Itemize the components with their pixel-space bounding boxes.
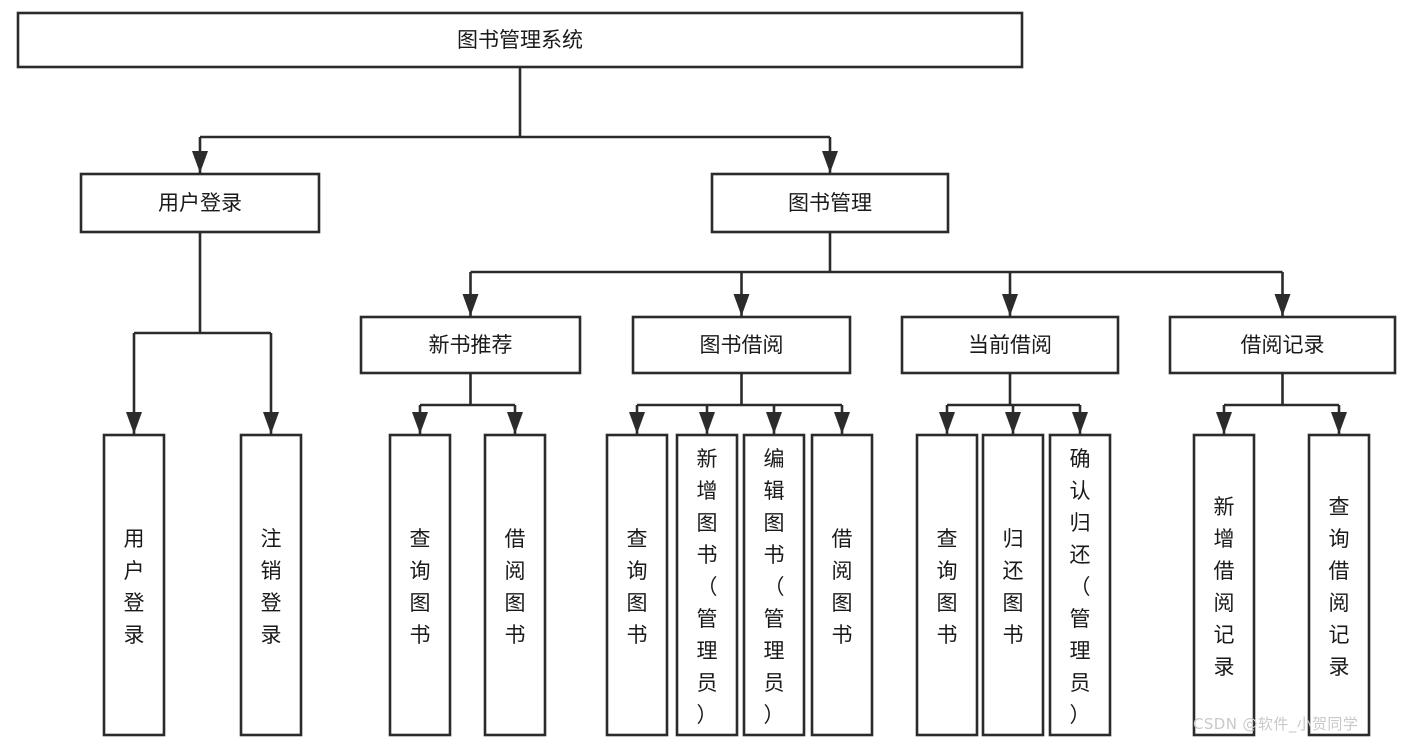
node-label-leaf-query-record: 查询借阅记录 xyxy=(1329,495,1350,679)
arrow-head-leaf-query-record xyxy=(1331,412,1347,434)
node-label-leaf-logout: 注销登录 xyxy=(261,527,282,647)
node-label-new-book-rec: 新书推荐 xyxy=(429,333,513,357)
arrow-head-book-borrow xyxy=(733,294,750,316)
node-leaf-add-record[interactable]: 新增借阅记录 xyxy=(1192,433,1256,737)
node-box-leaf-user-login[interactable] xyxy=(102,433,166,737)
node-leaf-borrow-book-2[interactable]: 借阅图书 xyxy=(810,433,874,737)
node-box-user-login[interactable] xyxy=(79,172,321,234)
node-label-leaf-query-book-3: 查询图书 xyxy=(937,527,958,647)
node-box-leaf-add-record[interactable] xyxy=(1192,433,1256,737)
node-label-leaf-borrow-book-2: 借阅图书 xyxy=(832,527,853,647)
node-label-leaf-return-book: 归还图书 xyxy=(1003,527,1024,647)
arrow-head-leaf-borrow-book-2 xyxy=(834,412,850,434)
node-box-leaf-query-record[interactable] xyxy=(1307,433,1371,737)
csdn-watermark: CSDN @软件_小贺同学 xyxy=(1193,715,1359,733)
node-leaf-logout[interactable]: 注销登录 xyxy=(239,433,303,737)
node-label-borrow-record: 借阅记录 xyxy=(1241,333,1325,357)
node-label-leaf-user-login: 用户登录 xyxy=(124,527,145,647)
node-label-leaf-add-book: 新增图书（管理员） xyxy=(697,447,718,727)
node-label-user-login: 用户登录 xyxy=(158,191,242,215)
node-label-leaf-confirm-return: 确认归还（管理员） xyxy=(1070,447,1091,727)
node-box-book-manage[interactable] xyxy=(710,172,950,234)
node-label-leaf-borrow-book-1: 借阅图书 xyxy=(505,527,526,647)
node-current-borrow[interactable]: 当前借阅 xyxy=(900,315,1120,375)
arrow-head-leaf-borrow-book-1 xyxy=(507,412,523,434)
arrow-head-leaf-user-login xyxy=(126,412,142,434)
node-leaf-query-record[interactable]: 查询借阅记录 xyxy=(1307,433,1371,737)
node-label-book-borrow: 图书借阅 xyxy=(700,333,784,357)
arrow-head-leaf-confirm-return xyxy=(1072,412,1088,434)
node-book-manage[interactable]: 图书管理 xyxy=(710,172,950,234)
node-leaf-user-login[interactable]: 用户登录 xyxy=(102,433,166,737)
arrow-head-leaf-query-book-3 xyxy=(939,412,955,434)
node-new-book-rec[interactable]: 新书推荐 xyxy=(359,315,582,375)
node-label-leaf-query-book-1: 查询图书 xyxy=(410,527,431,647)
node-box-leaf-query-book-1[interactable] xyxy=(388,433,452,737)
arrow-head-leaf-add-book xyxy=(699,412,715,434)
node-borrow-record[interactable]: 借阅记录 xyxy=(1168,315,1397,375)
node-box-root[interactable] xyxy=(16,11,1024,69)
arrow-head-book-manage xyxy=(822,151,838,173)
node-box-leaf-return-book[interactable] xyxy=(981,433,1045,737)
node-leaf-add-book[interactable]: 新增图书（管理员） xyxy=(675,433,739,737)
arrow-head-leaf-query-book-1 xyxy=(412,412,428,434)
node-box-leaf-logout[interactable] xyxy=(239,433,303,737)
arrow-head-new-book-rec xyxy=(462,294,479,316)
node-root[interactable]: 图书管理系统 xyxy=(16,11,1024,69)
node-leaf-query-book-2[interactable]: 查询图书 xyxy=(605,433,669,737)
node-box-leaf-confirm-return[interactable] xyxy=(1048,433,1112,737)
node-label-leaf-edit-book: 编辑图书（管理员） xyxy=(764,447,785,727)
node-box-leaf-query-book-3[interactable] xyxy=(915,433,979,737)
node-box-current-borrow[interactable] xyxy=(900,315,1120,375)
node-leaf-confirm-return[interactable]: 确认归还（管理员） xyxy=(1048,433,1112,737)
node-label-current-borrow: 当前借阅 xyxy=(968,333,1052,357)
arrow-head-leaf-logout xyxy=(263,412,279,434)
node-box-leaf-edit-book[interactable] xyxy=(742,433,806,737)
arrow-head-leaf-query-book-2 xyxy=(629,412,645,434)
node-box-new-book-rec[interactable] xyxy=(359,315,582,375)
node-label-book-manage: 图书管理 xyxy=(788,191,872,215)
node-leaf-query-book-3[interactable]: 查询图书 xyxy=(915,433,979,737)
node-leaf-edit-book[interactable]: 编辑图书（管理员） xyxy=(742,433,806,737)
connector-lines-group xyxy=(126,67,1347,434)
node-box-leaf-query-book-2[interactable] xyxy=(605,433,669,737)
node-label-leaf-add-record: 新增借阅记录 xyxy=(1214,495,1235,679)
node-label-leaf-query-book-2: 查询图书 xyxy=(627,527,648,647)
node-user-login[interactable]: 用户登录 xyxy=(79,172,321,234)
arrow-head-leaf-add-record xyxy=(1216,412,1232,434)
arrow-head-borrow-record xyxy=(1274,294,1291,316)
arrow-head-leaf-edit-book xyxy=(766,412,782,434)
node-leaf-query-book-1[interactable]: 查询图书 xyxy=(388,433,452,737)
node-boxes-group: 图书管理系统用户登录图书管理新书推荐图书借阅当前借阅借阅记录用户登录注销登录查询… xyxy=(16,11,1397,737)
node-box-leaf-add-book[interactable] xyxy=(675,433,739,737)
node-book-borrow[interactable]: 图书借阅 xyxy=(631,315,852,375)
arrow-head-leaf-return-book xyxy=(1005,412,1021,434)
node-box-borrow-record[interactable] xyxy=(1168,315,1397,375)
node-label-root: 图书管理系统 xyxy=(457,28,583,52)
node-leaf-borrow-book-1[interactable]: 借阅图书 xyxy=(483,433,547,737)
node-leaf-return-book[interactable]: 归还图书 xyxy=(981,433,1045,737)
arrow-head-current-borrow xyxy=(1002,294,1018,316)
arrow-head-user-login xyxy=(192,151,208,173)
node-box-leaf-borrow-book-2[interactable] xyxy=(810,433,874,737)
node-box-book-borrow[interactable] xyxy=(631,315,852,375)
node-box-leaf-borrow-book-1[interactable] xyxy=(483,433,547,737)
